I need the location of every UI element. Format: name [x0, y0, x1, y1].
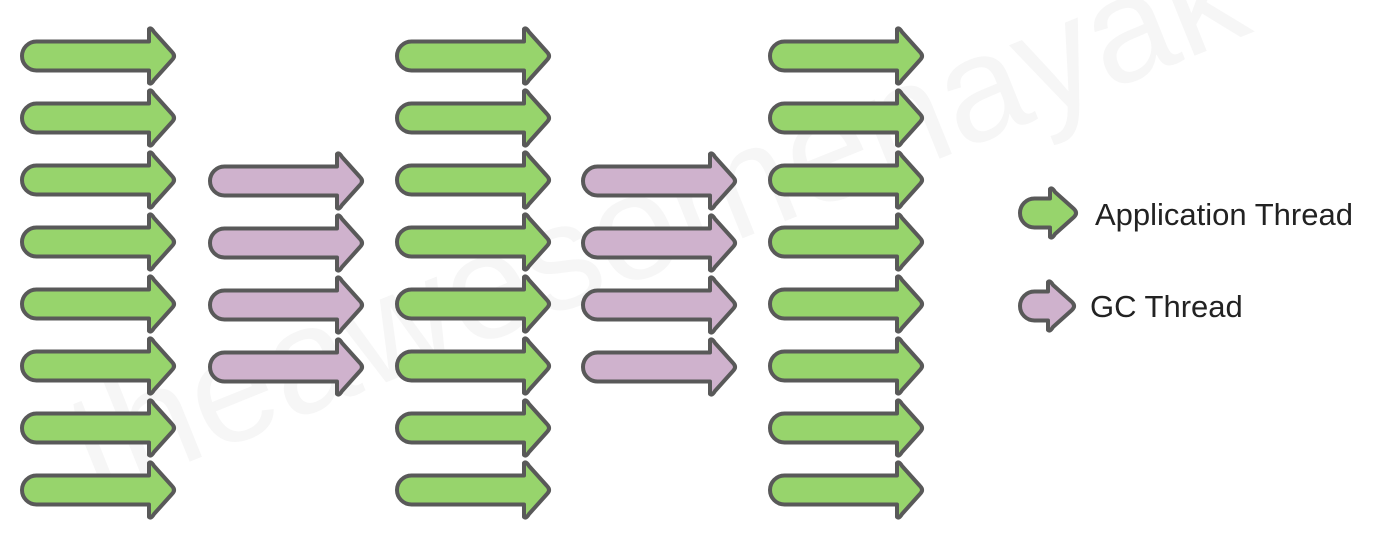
green-arrow-icon	[1018, 186, 1078, 240]
gc-thread-arrow	[581, 151, 737, 211]
application-thread-arrow	[395, 460, 551, 520]
gc-thread-arrow	[208, 337, 364, 397]
gc-thread-arrow	[581, 337, 737, 397]
application-thread-arrow	[768, 26, 924, 86]
legend-application-label: Application Thread	[1095, 197, 1353, 232]
gc-thread-arrow	[208, 213, 364, 273]
application-thread-arrow	[20, 150, 176, 210]
purple-arrow-icon	[1018, 279, 1076, 333]
application-thread-arrow	[20, 26, 176, 86]
application-thread-arrow	[768, 398, 924, 458]
application-thread-arrow	[768, 336, 924, 396]
gc-thread-arrow	[581, 213, 737, 273]
application-thread-arrow	[395, 336, 551, 396]
application-thread-arrow	[20, 88, 176, 148]
application-thread-arrow	[395, 274, 551, 334]
application-thread-arrow	[768, 212, 924, 272]
application-thread-arrow	[768, 150, 924, 210]
application-thread-arrow	[20, 460, 176, 520]
application-thread-arrow	[768, 274, 924, 334]
application-thread-arrow	[768, 88, 924, 148]
application-thread-arrow	[20, 336, 176, 396]
application-thread-arrow	[395, 26, 551, 86]
application-thread-arrow	[395, 398, 551, 458]
gc-thread-arrow	[208, 275, 364, 335]
application-thread-arrow	[395, 88, 551, 148]
application-thread-arrow	[395, 212, 551, 272]
thread-arrows	[20, 26, 924, 520]
application-thread-arrow	[20, 274, 176, 334]
legend: Application Thread GC Thread	[1018, 186, 1353, 333]
application-thread-arrow	[395, 150, 551, 210]
gc-thread-arrow	[581, 275, 737, 335]
application-thread-arrow	[20, 212, 176, 272]
application-thread-arrow	[20, 398, 176, 458]
watermark: theawesomenayak	[44, 0, 1268, 530]
application-thread-arrow	[768, 460, 924, 520]
gc-thread-arrow	[208, 151, 364, 211]
legend-gc-label: GC Thread	[1090, 289, 1243, 324]
